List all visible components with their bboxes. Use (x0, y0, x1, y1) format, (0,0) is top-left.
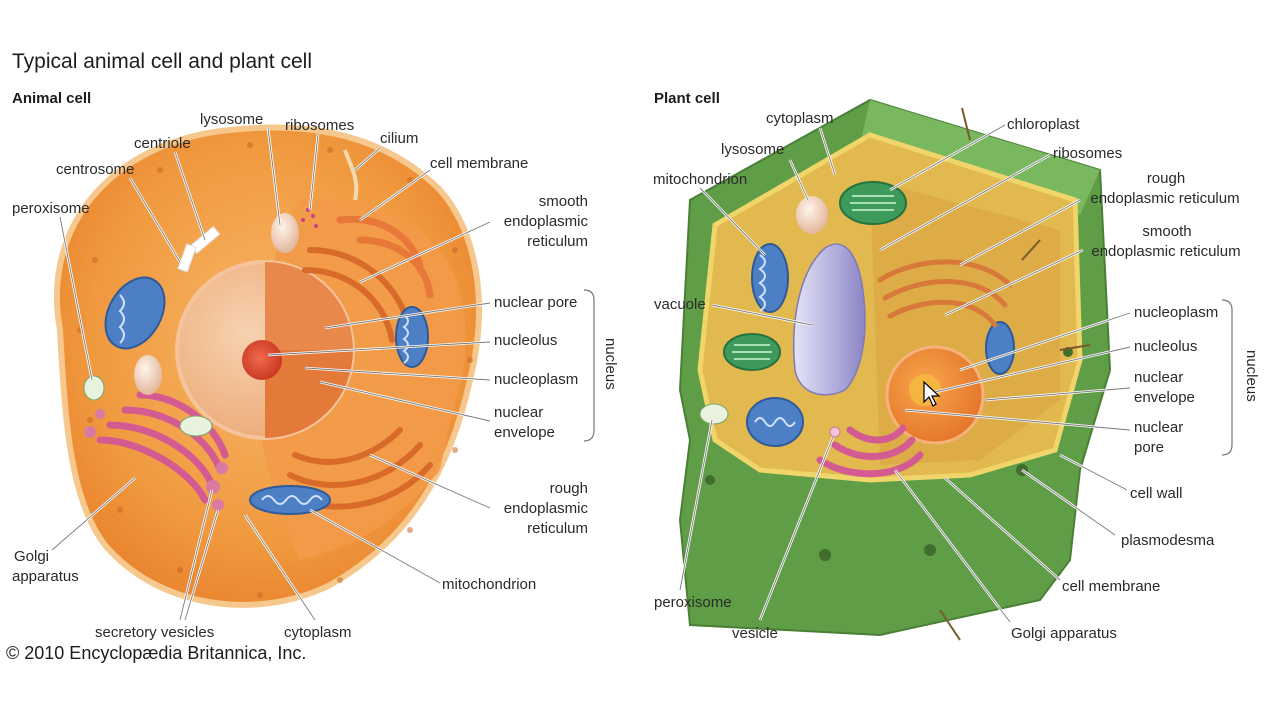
animal-label-nucleoplasm: nucleoplasm (494, 371, 578, 388)
plant-label-rough-er-2: endoplasmic reticulum (1090, 190, 1239, 207)
plant-label-chloroplast: chloroplast (1007, 116, 1080, 133)
plant-wall-fibres (939, 107, 1091, 641)
plant-nucleus-brace (1221, 299, 1233, 456)
plant-label-peroxisome: peroxisome (654, 594, 732, 611)
plant-label-nuclear-pore-1: nuclear (1134, 419, 1183, 436)
animal-label-cilium: cilium (380, 130, 418, 147)
animal-label-nucleus: nucleus (602, 338, 619, 390)
plant-mitochondrion-3 (985, 321, 1015, 375)
animal-label-smooth-er-3: reticulum (527, 233, 588, 250)
animal-label-cytoplasm: cytoplasm (284, 624, 352, 641)
plant-label-cell-membrane: cell membrane (1062, 578, 1160, 595)
animal-label-lysosome: lysosome (200, 111, 263, 128)
animal-label-mitochondrion: mitochondrion (442, 576, 536, 593)
plant-label-nuclear-pore-2: pore (1134, 439, 1164, 456)
animal-mitochondrion-3 (249, 485, 331, 515)
plant-label-smooth-er-1: smooth (1142, 223, 1191, 240)
plant-label-rough-er-1: rough (1147, 170, 1185, 187)
plant-label-lysosome: lysosome (721, 141, 784, 158)
plant-label-smooth-er-2: endoplasmic reticulum (1091, 243, 1240, 260)
animal-peroxisome-shape (83, 375, 105, 401)
animal-label-golgi-2: apparatus (12, 568, 79, 585)
animal-cell-heading: Animal cell (12, 90, 92, 107)
plant-label-nucleolus: nucleolus (1134, 338, 1197, 355)
animal-label-nuclear-envelope-2: envelope (494, 424, 555, 441)
plant-label-nucleus: nucleus (1243, 350, 1260, 402)
animal-label-centrosome: centrosome (56, 161, 134, 178)
plant-lysosome-shape (796, 196, 828, 234)
animal-label-nuclear-pore: nuclear pore (494, 294, 577, 311)
plant-label-ribosomes: ribosomes (1053, 145, 1122, 162)
animal-cell-illustration (53, 124, 482, 608)
animal-ribosome-dots (301, 208, 318, 228)
animal-label-centriole: centriole (134, 135, 191, 152)
plant-cell-heading: Plant cell (654, 90, 720, 107)
plant-mitochondrion-2 (746, 397, 804, 447)
animal-cilium-shape (343, 149, 359, 201)
plant-label-vacuole: vacuole (654, 296, 706, 313)
animal-small-vesicle (179, 415, 213, 437)
animal-label-nuclear-envelope-1: nuclear (494, 404, 543, 421)
animal-lysosome-shape (271, 213, 299, 253)
plant-vesicle-shape (829, 426, 841, 438)
animal-label-cell-membrane: cell membrane (430, 155, 528, 172)
plant-leader-lines (678, 123, 1131, 623)
page-title: Typical animal cell and plant cell (12, 50, 312, 73)
animal-label-smooth-er-2: endoplasmic (504, 213, 589, 230)
plant-peroxisome-shape (699, 403, 729, 425)
animal-label-secretory-vesicles: secretory vesicles (95, 624, 214, 641)
plant-mitochondrion-1 (751, 243, 789, 313)
animal-leader-lines (51, 127, 491, 621)
plant-label-mitochondrion: mitochondrion (653, 171, 747, 188)
animal-label-rough-er-3: reticulum (527, 520, 588, 537)
animal-label-smooth-er-1: smooth (539, 193, 588, 210)
plant-label-cytoplasm: cytoplasm (766, 110, 834, 127)
animal-label-rough-er-2: endoplasmic (504, 500, 589, 517)
plant-label-nuclear-envelope-1: nuclear (1134, 369, 1183, 386)
plant-chloroplast-1 (839, 181, 907, 225)
plant-label-golgi: Golgi apparatus (1011, 625, 1117, 642)
mouse-cursor-icon (923, 380, 941, 407)
animal-label-rough-er-1: rough (550, 480, 588, 497)
plant-golgi (816, 424, 924, 478)
animal-mitochondrion-2 (395, 306, 429, 368)
animal-nucleolus (242, 340, 282, 380)
plant-label-cell-wall: cell wall (1130, 485, 1183, 502)
animal-nucleoplasm-interior (265, 350, 353, 438)
plant-chloroplast-2 (723, 333, 781, 371)
plant-label-nucleoplasm: nucleoplasm (1134, 304, 1218, 321)
copyright-notice: © 2010 Encyclopædia Britannica, Inc. (6, 643, 307, 663)
animal-label-ribosomes: ribosomes (285, 117, 354, 134)
animal-vesicles (84, 409, 228, 511)
animal-nucleus-brace (583, 289, 595, 442)
animal-label-nucleolus: nucleolus (494, 332, 557, 349)
animal-label-golgi-1: Golgi (14, 548, 49, 565)
plant-vacuole (793, 243, 866, 396)
animal-mitochondrion-1 (104, 276, 166, 350)
plant-cell-wall-top (860, 100, 1100, 215)
plant-label-vesicle: vesicle (732, 625, 778, 642)
animal-label-peroxisome: peroxisome (12, 200, 90, 217)
animal-labels: lysosome ribosomes cilium centriole cell… (12, 111, 619, 641)
plant-rough-er (877, 259, 1013, 328)
plant-label-nuclear-envelope-2: envelope (1134, 389, 1195, 406)
plant-labels: cytoplasm chloroplast lysosome ribosomes… (653, 110, 1260, 642)
animal-vesicle-shape (134, 355, 162, 395)
plant-label-plasmodesma: plasmodesma (1121, 532, 1215, 549)
